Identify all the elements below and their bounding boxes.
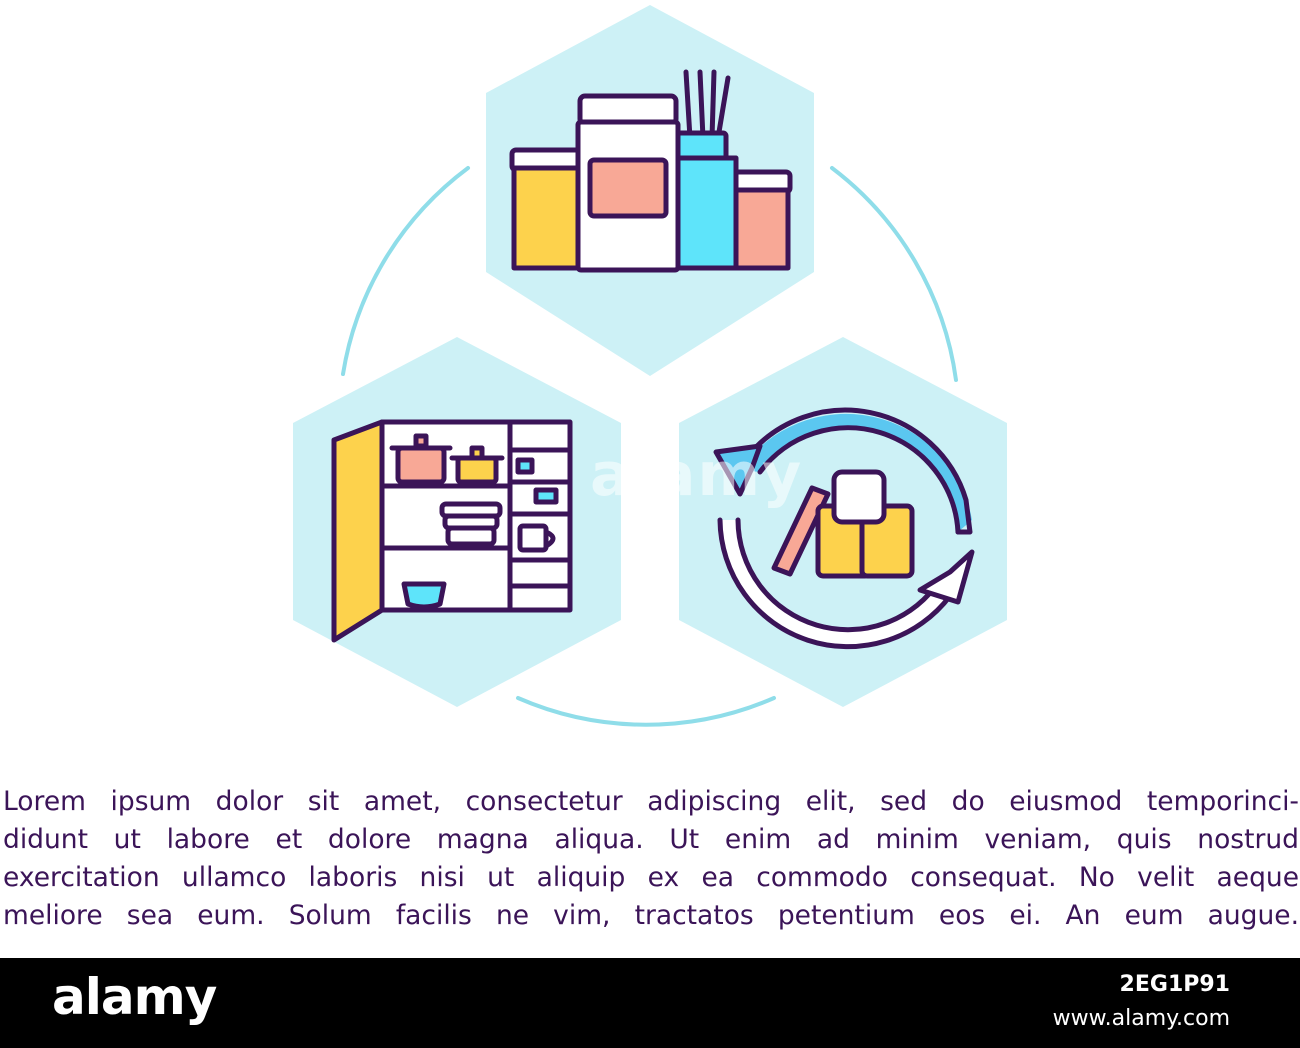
containers-icon [509, 69, 793, 273]
concept-illustration [293, 5, 1007, 727]
alamy-logo: alamy [52, 968, 217, 1026]
watermark: alamy [590, 440, 804, 510]
stock-footer-bar: alamy 2EG1P91 www.alamy.com [0, 958, 1300, 1048]
connecting-ring [341, 166, 958, 727]
paragraph-line: exercitation ullamco laboris nisi ut ali… [3, 862, 1299, 893]
ring-arc-left [341, 166, 470, 376]
cupboard-icon [331, 419, 573, 643]
ring-arc-bottom [516, 696, 776, 727]
recycle-boxes-icon [713, 407, 975, 650]
image-id: 2EG1P91 [1119, 972, 1230, 997]
paragraph-line: meliore sea eum. Solum facilis ne vim, t… [3, 900, 1299, 931]
site-url: www.alamy.com [1052, 1006, 1230, 1031]
ring-arc-right [830, 166, 958, 382]
paragraph-line: didunt ut labore et dolore magna aliqua.… [3, 824, 1299, 855]
paragraph-line: Lorem ipsum dolor sit amet, consectetur … [3, 786, 1299, 817]
description-paragraph: Lorem ipsum dolor sit amet, consectetur … [3, 783, 1299, 935]
